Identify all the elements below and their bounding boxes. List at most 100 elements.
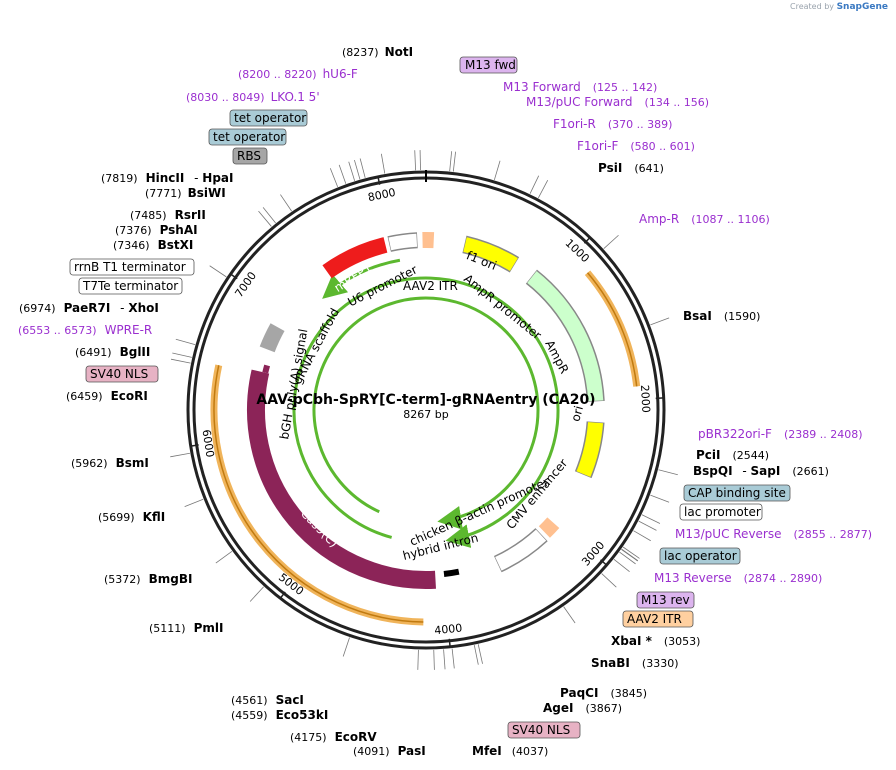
- tick-8000: [377, 176, 381, 185]
- rsrii-label: (7485)RsrII: [130, 208, 206, 222]
- ecori-label: (6459)EcoRI: [66, 389, 148, 403]
- m13pucrev-label: M13/pUC Reverse(2855 .. 2877): [675, 527, 872, 541]
- leader-lko: [380, 153, 386, 174]
- leader-pmli: [249, 586, 264, 602]
- f1orif-label: F1ori-F(580 .. 601): [577, 139, 695, 153]
- psti-label: PsiI(641): [598, 161, 664, 175]
- leader-tet2: [354, 159, 361, 180]
- paqci-label: PaqCI(3845): [560, 686, 647, 700]
- xbai-label: XbaI *(3053): [611, 634, 700, 648]
- leader-m13rev: [619, 551, 636, 565]
- f1orir-label: F1ori-R(370 .. 389): [553, 117, 672, 131]
- bsmi-label: (5962)BsmI: [71, 456, 149, 470]
- m13fwd-text: M13 fwd: [465, 58, 516, 72]
- leader-kfli: [184, 498, 204, 508]
- leader-bsai: [650, 317, 670, 326]
- leader-lac: [633, 530, 651, 542]
- leader-cap: [638, 520, 657, 531]
- bspqi-label: BspQI - SapI(2661): [693, 464, 829, 478]
- leader-ecorv: [417, 649, 419, 670]
- bstxi-label: (7346)BstXI: [113, 238, 193, 252]
- tick-label-8000: 8000: [367, 186, 397, 204]
- mrfp1-arc: [322, 237, 388, 279]
- rrnb-box: rrnB T1 terminator: [69, 258, 195, 276]
- tick-label-3000: 3000: [579, 539, 607, 569]
- snabi-label: SnaBI(3330): [591, 656, 678, 670]
- bmgbi-label: (5372)BmgBI: [104, 572, 192, 586]
- black-feature: [443, 568, 460, 578]
- labels-right: pBR322ori-F(2389 .. 2408) PciI(2544) Bsp…: [591, 427, 872, 670]
- leader-bmgbi: [215, 550, 233, 564]
- mfei-label: MfeI(4037): [472, 744, 548, 758]
- tetop1-text: tet operator: [234, 111, 306, 125]
- leader-pshai: [262, 207, 276, 224]
- lacop-text: lac operator: [664, 549, 737, 563]
- hincii-label: (7819)HincII - HpaI: [101, 171, 234, 185]
- orf-arc-cas9-line: [213, 365, 424, 623]
- cap-text: CAP binding site: [688, 486, 786, 500]
- aav2itr2-text: AAV2 ITR: [627, 612, 682, 626]
- leader-snabi: [563, 606, 576, 624]
- leader-agei: [473, 645, 479, 665]
- agei-label: AgeI(3867): [543, 701, 622, 715]
- rrnb-text: rrnB T1 terminator: [74, 260, 186, 274]
- tick-label-4000: 4000: [434, 621, 463, 637]
- leader-paqci: [477, 644, 483, 664]
- ampr-arc: [527, 271, 604, 402]
- ecorv-label: (4175)EcoRV: [290, 730, 377, 744]
- tick-1000: [583, 236, 591, 244]
- leader-saci: [342, 637, 350, 657]
- tetop2-text: tet operator: [213, 130, 285, 144]
- leader-wpre: [175, 338, 196, 346]
- notI-label: (8237)NotI: [342, 45, 413, 59]
- rbs-box: RBS: [232, 147, 268, 165]
- leader-paer7i: [209, 265, 227, 278]
- cmv-arc: [495, 529, 547, 571]
- u6-arc: [388, 233, 418, 251]
- sv40nls1-box: SV40 NLS: [85, 365, 159, 383]
- hu6f-label: (8200 .. 8220)hU6-F: [238, 67, 358, 81]
- lacop-box: lac operator: [659, 547, 741, 565]
- sv40nls2-box: SV40 NLS: [507, 721, 581, 739]
- aav2itr-right: [538, 517, 560, 538]
- tetop2-box: tet operator: [208, 128, 287, 146]
- labels-top: (8237)NotI (8200 .. 8220)hU6-F (8030 .. …: [186, 45, 770, 323]
- ori-arc: [576, 421, 604, 477]
- leader-bstxi: [258, 210, 272, 227]
- rbs-text: RBS: [237, 149, 261, 163]
- leader-nls: [451, 648, 455, 669]
- ampr-primer-label: Amp-R(1087 .. 1106): [639, 212, 770, 226]
- paer7i-label: (6974)PaeR7I - XhoI: [19, 301, 159, 315]
- leader-psti: [537, 180, 549, 199]
- pshai-label: (7376)PshAI: [115, 223, 198, 237]
- leader-m13fwd: [449, 151, 453, 172]
- mrfp1-orf-arrow: [322, 258, 401, 299]
- leader-rsrii: [280, 194, 292, 212]
- pcii-label: PciI(2544): [696, 448, 769, 462]
- m13rev-box: M13 rev: [636, 591, 695, 609]
- pmli-label: (5111)PmlI: [149, 621, 223, 635]
- snapgene-credit: Created by SnapGene: [790, 2, 888, 12]
- cap-box: CAP binding site: [683, 484, 791, 502]
- t7te-text: T7Te terminator: [82, 279, 178, 293]
- leader-itr: [613, 558, 630, 573]
- leader-amp: [603, 234, 619, 249]
- bsai-label: BsaI(1590): [683, 309, 760, 323]
- leader-hincii: [338, 164, 347, 184]
- lacprom-box: lac promoter: [679, 503, 763, 521]
- leader-m13r2: [621, 549, 638, 562]
- pbr322-label: pBR322ori-F(2389 .. 2408): [698, 427, 863, 441]
- sv40nls1-text: SV40 NLS: [90, 367, 148, 381]
- leader-rbs: [348, 161, 356, 181]
- kfli-label: (5699)KflI: [98, 510, 165, 524]
- tetop1-box: tet operator: [229, 109, 308, 127]
- tick-6000: [190, 444, 199, 447]
- eco53ki-label: (4559)Eco53kI: [231, 708, 328, 722]
- tick-4000: [448, 638, 451, 647]
- leader-pbr: [658, 469, 678, 476]
- leader-hu6f: [414, 150, 417, 171]
- leader-lines: [170, 150, 678, 670]
- leader-pasi: [433, 649, 435, 670]
- leader-mfei: [443, 649, 446, 670]
- feature-arcs: [210, 232, 641, 626]
